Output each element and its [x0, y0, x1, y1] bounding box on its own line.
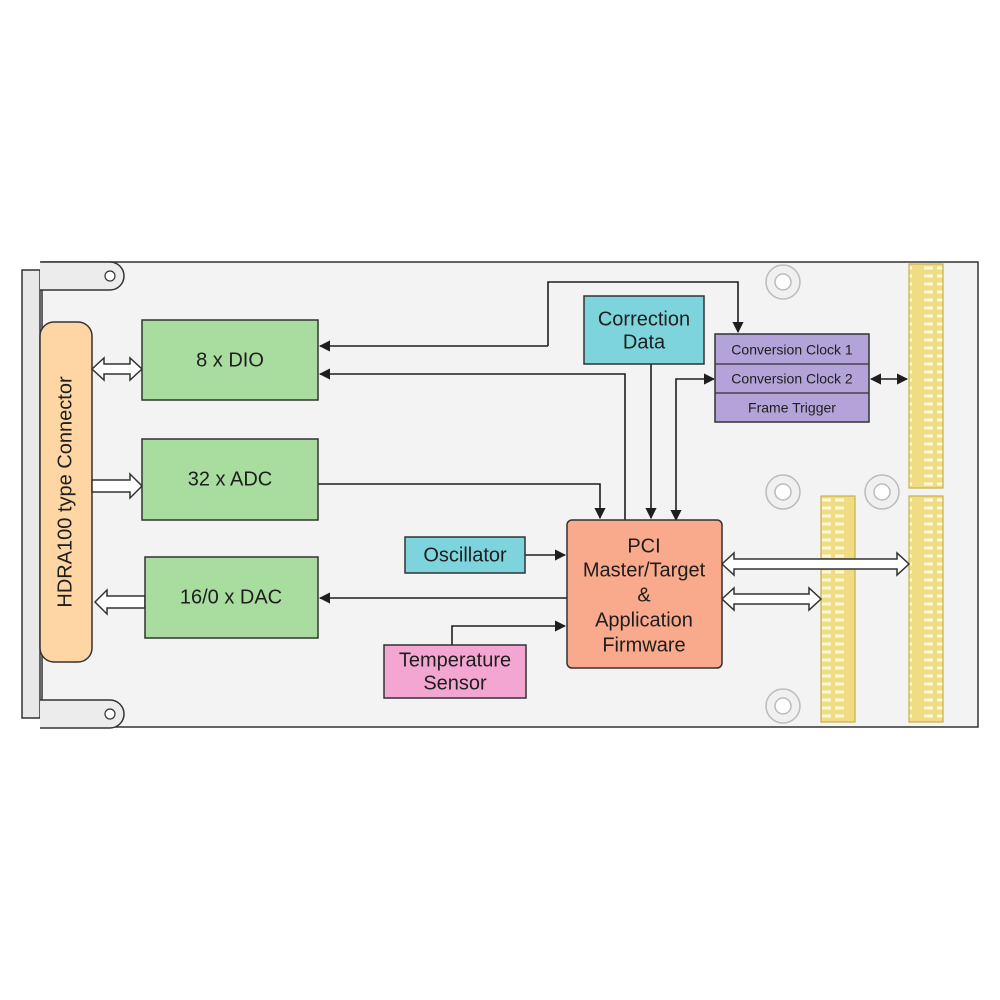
dio-label: 8 x DIO	[196, 349, 264, 371]
pci-line5: Firmware	[602, 634, 685, 656]
signal-lines	[318, 281, 909, 645]
bus-arrow-adc	[91, 472, 144, 500]
line-pci-clock	[670, 373, 716, 522]
pcb-connectors	[820, 263, 944, 723]
correction-line1: Correction	[598, 308, 690, 330]
mounting-holes	[765, 264, 900, 724]
pci-line2: Master/Target	[583, 559, 706, 581]
correction-line2: Data	[623, 331, 666, 353]
pci-line1: PCI	[627, 535, 660, 557]
dac-label: 16/0 x DAC	[180, 586, 282, 608]
pci-block: PCI Master/Target & Application Firmware	[566, 519, 723, 669]
adc-label: 32 x ADC	[188, 468, 272, 490]
oscillator-label: Oscillator	[423, 544, 507, 566]
pci-line4: Application	[595, 609, 693, 631]
oscillator-block: Oscillator	[404, 536, 526, 574]
clock-row-2: Conversion Clock 2	[731, 371, 853, 387]
clock-row-1: Conversion Clock 1	[731, 342, 853, 358]
temperature-sensor-block: Temperature Sensor	[383, 644, 527, 699]
line-temp-pci	[451, 620, 567, 645]
line-to-dio-2	[318, 368, 626, 520]
temperature-line2: Sensor	[423, 672, 487, 694]
clock-row-3: Frame Trigger	[748, 400, 836, 416]
line-top-route	[547, 281, 744, 346]
pci-line3: &	[637, 584, 651, 606]
bus-arrow-pci-lower	[720, 586, 823, 612]
dio-block: 8 x DIO	[141, 319, 319, 401]
bus-arrows	[90, 356, 911, 616]
clock-block: Conversion Clock 1 Conversion Clock 2 Fr…	[714, 333, 870, 423]
line-adc-pci	[318, 483, 606, 520]
adc-block: 32 x ADC	[141, 438, 319, 521]
hdra100-connector: HDRA100 type Connector	[39, 321, 93, 663]
dac-block: 16/0 x DAC	[144, 556, 319, 639]
connector-label: HDRA100 type Connector	[54, 376, 76, 608]
bus-arrow-dac	[93, 588, 146, 616]
correction-data-block: Correction Data	[583, 295, 705, 365]
bus-arrow-pci-upper	[720, 551, 911, 577]
temperature-line1: Temperature	[399, 649, 511, 671]
